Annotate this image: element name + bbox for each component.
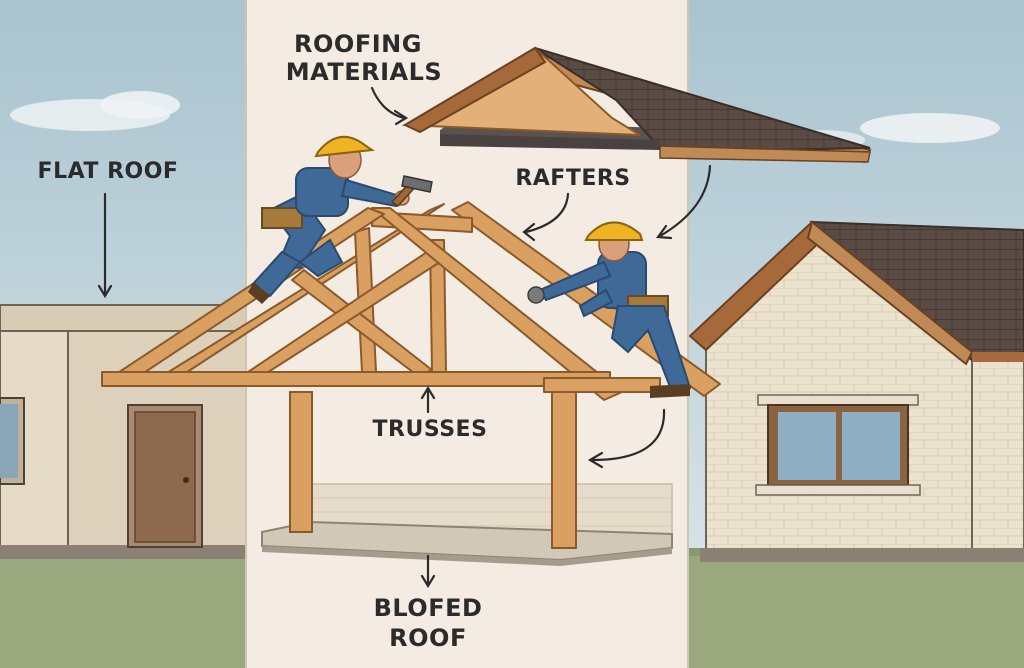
window-icon — [0, 397, 25, 485]
window-icon — [755, 394, 921, 496]
roofing-materials-label-line1: ROOFING — [294, 30, 422, 58]
gabled-roof-label-line2: ROOF — [389, 624, 467, 652]
door-icon — [127, 404, 203, 548]
hard-hat-icon — [314, 136, 375, 158]
gabled-roof-label-line1: BLOFED — [374, 594, 483, 622]
support-posts — [289, 387, 577, 549]
hammer-icon — [390, 175, 433, 207]
roofing-materials-label-line2: MATERIALS — [286, 58, 442, 86]
worker-on-rafter — [527, 221, 692, 398]
foundation — [261, 483, 673, 566]
rafters-label: RAFTERS — [515, 166, 630, 191]
worker-with-hammer — [248, 136, 433, 304]
flat-roof-label: FLAT ROOF — [38, 159, 179, 184]
hard-hat-icon — [584, 221, 644, 241]
roofing-materials-panel — [401, 46, 872, 164]
gabled-house — [688, 220, 1024, 562]
flat-roof-house — [0, 304, 247, 559]
arrow-icon — [97, 86, 712, 589]
trusses-label: TRUSSES — [373, 417, 488, 442]
